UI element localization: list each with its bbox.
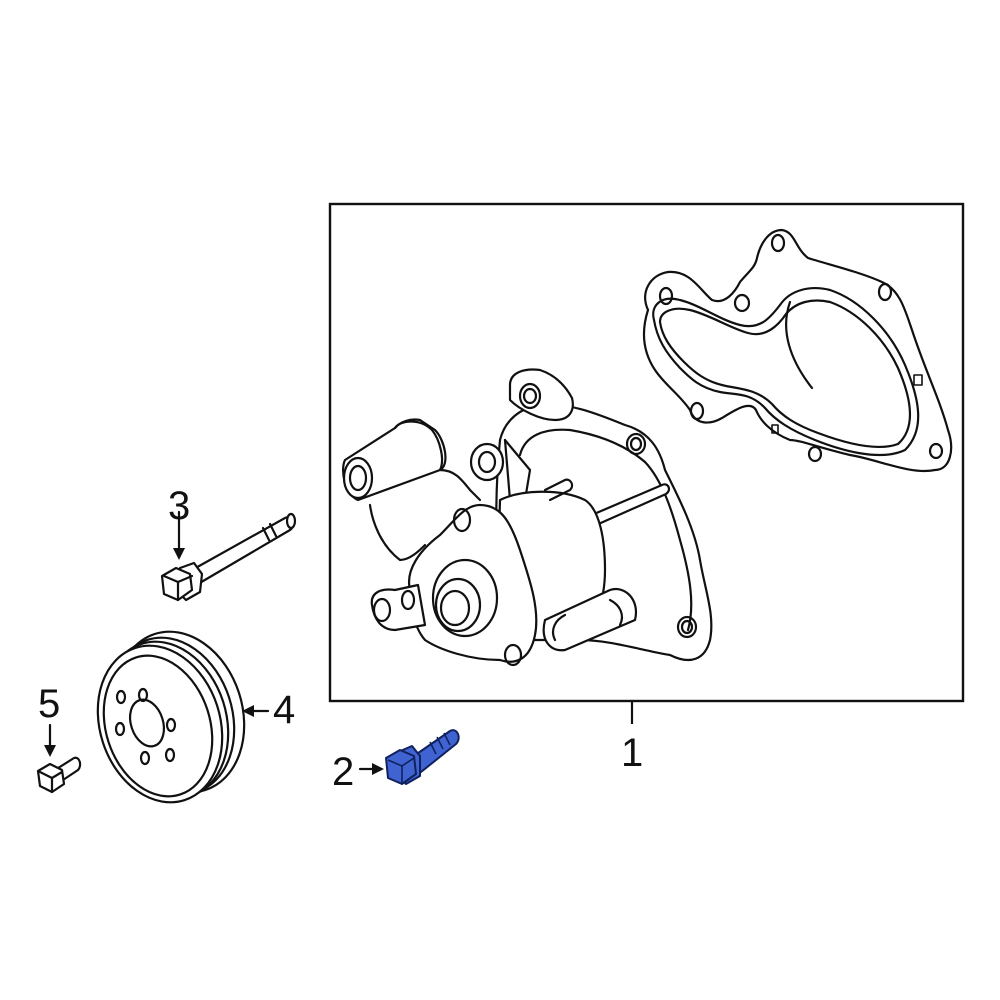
callout-1[interactable]: 1 [621,731,644,775]
pulley [96,630,270,804]
assembly-box [328,202,965,703]
callout-5[interactable]: 5 [38,682,61,726]
pulley-bolt [36,723,82,794]
water-pump-bolt-highlighted[interactable] [358,729,460,785]
water-pump [341,368,713,667]
callout-4[interactable]: 4 [273,688,296,732]
gasket [642,228,953,473]
callout-3[interactable]: 3 [168,484,191,528]
long-bolt [160,510,297,602]
callout-2[interactable]: 2 [332,750,355,794]
